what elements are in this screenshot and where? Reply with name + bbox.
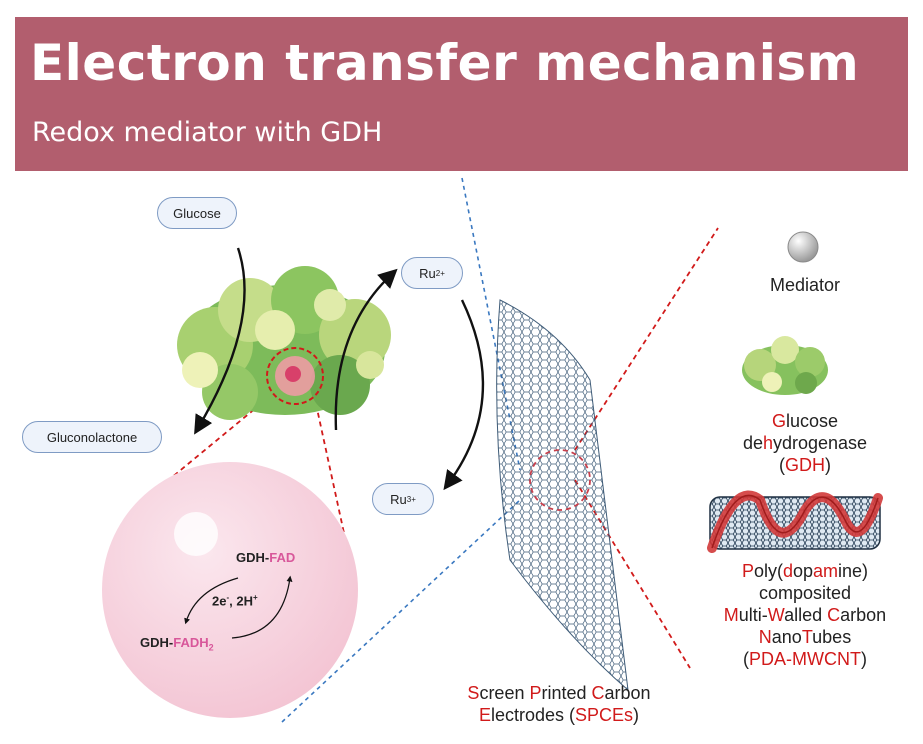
gdh-legend-icon: [742, 336, 828, 395]
electrode-caption: Screen Printed Carbon Electrodes (SPCEs): [434, 682, 684, 726]
legend-gdh: Glucose dehydrogenase (GDH): [705, 410, 905, 476]
highlight-letters: M: [723, 605, 739, 625]
electron-arrow-left: [184, 577, 239, 625]
plain-text: ): [633, 705, 640, 725]
mwcnt-icon: [707, 490, 883, 553]
electrons: 2e: [212, 593, 227, 609]
electron-proton-label: 2e-, 2H+: [212, 593, 258, 608]
enzyme-gdh: [177, 266, 391, 420]
highlight-letters: am: [813, 561, 839, 581]
glucose-label: Glucose: [157, 197, 237, 229]
plain-text: composited: [758, 583, 852, 603]
electrode-caption-line1: Screen Printed Carbon: [434, 682, 684, 704]
plain-text: (: [779, 455, 785, 475]
plain-text: arbon: [604, 683, 651, 703]
highlight-letters: C: [591, 683, 605, 703]
gdh-fadh2-label: GDH-FADH2: [140, 635, 214, 653]
ru2-base: Ru: [419, 265, 436, 281]
enzyme-zoom-line-right: [315, 403, 353, 571]
page-title: Electron transfer mechanism: [30, 34, 860, 92]
gdh-fad-label: GDH-FAD: [236, 550, 295, 565]
highlight-letters: S: [467, 683, 480, 703]
highlight-letters: d: [782, 561, 793, 581]
plain-text: ): [825, 455, 831, 475]
plain-text: ine): [838, 561, 869, 581]
plain-text: op: [792, 561, 814, 581]
highlight-letters: PDA-MWCNT: [749, 649, 861, 669]
legend-pda-line: Poly(dopamine): [690, 560, 920, 582]
legend-pda-line: NanoTubes: [690, 626, 920, 648]
plain-text: lucose: [785, 411, 839, 431]
plain-text: (: [743, 649, 749, 669]
protons-charge: +: [252, 593, 258, 602]
highlight-letters: GDH: [785, 455, 825, 475]
highlight-letters: C: [827, 605, 841, 625]
highlight-letters: SPCEs: [575, 705, 634, 725]
zoom-line-top: [574, 227, 719, 451]
mediator-icon: [787, 231, 819, 263]
highlight-letters: G: [771, 411, 786, 431]
electrons-charge: -: [226, 593, 230, 602]
plain-text: oly(: [753, 561, 783, 581]
plain-text: ubes: [812, 627, 852, 647]
glucose-arrow: [194, 247, 246, 435]
plain-text: alled: [784, 605, 828, 625]
oxidation-arrow: [443, 299, 485, 491]
plain-text: creen: [479, 683, 530, 703]
highlight-letters: W: [767, 605, 785, 625]
highlight-letters: P: [529, 683, 542, 703]
electrode-caption-line2: Electrodes (SPCEs): [434, 704, 684, 726]
gdh-fad-prefix: GDH-: [236, 550, 270, 565]
page-subtitle: Redox mediator with GDH: [32, 117, 383, 148]
ru2-charge: 2+: [435, 268, 445, 278]
gdh-fadh2-suffix: FADH: [173, 635, 209, 650]
legend-gdh-line: dehydrogenase: [705, 432, 905, 454]
ru3-charge: 3+: [406, 494, 416, 504]
fad-cofactor: [285, 366, 301, 382]
title-banner: [15, 17, 908, 171]
legend-gdh-line: Glucose: [705, 410, 905, 432]
plain-text: lectrode: [490, 705, 556, 725]
plain-text: rinted: [541, 683, 592, 703]
active-site-ring: [266, 347, 324, 405]
plain-text: ano: [771, 627, 802, 647]
ru3-base: Ru: [390, 491, 407, 507]
guide-line-bottom: [281, 499, 521, 723]
plain-text: s (: [555, 705, 576, 725]
legend-pda-line: composited: [690, 582, 920, 604]
legend-mediator: Mediator: [769, 275, 841, 295]
electrode-mesh: [496, 299, 629, 692]
highlight-letters: h: [762, 433, 773, 453]
electrode-zoom-circle: [529, 449, 591, 511]
zoom-highlight: [174, 512, 218, 556]
highlight-letters: N: [758, 627, 772, 647]
gluconolactone-label: Gluconolactone: [22, 421, 162, 453]
gdh-fad-suffix: FAD: [269, 550, 296, 565]
zoom-circle: [102, 462, 358, 718]
gdh-fadh2-prefix: GDH-: [140, 635, 174, 650]
electron-arrow-right: [231, 575, 293, 639]
gdh-fadh2-sub: 2: [208, 642, 214, 653]
reduction-arrow: [334, 268, 398, 431]
plain-text: de: [742, 433, 763, 453]
highlight-letters: E: [478, 705, 491, 725]
legend-gdh-line: (GDH): [705, 454, 905, 476]
protons: , 2H: [229, 593, 253, 609]
plain-text: ulti-: [738, 605, 768, 625]
legend-pda-line: Multi-Walled Carbon: [690, 604, 920, 626]
highlight-letters: T: [801, 627, 813, 647]
plain-text: ): [860, 649, 867, 669]
highlight-letters: P: [741, 561, 754, 581]
plain-text: arbon: [840, 605, 887, 625]
legend-pda-mwcnt: Poly(dopamine) composited Multi-Walled C…: [690, 560, 920, 670]
plain-text: ydrogenase: [772, 433, 868, 453]
legend-pda-line: (PDA-MWCNT): [690, 648, 920, 670]
